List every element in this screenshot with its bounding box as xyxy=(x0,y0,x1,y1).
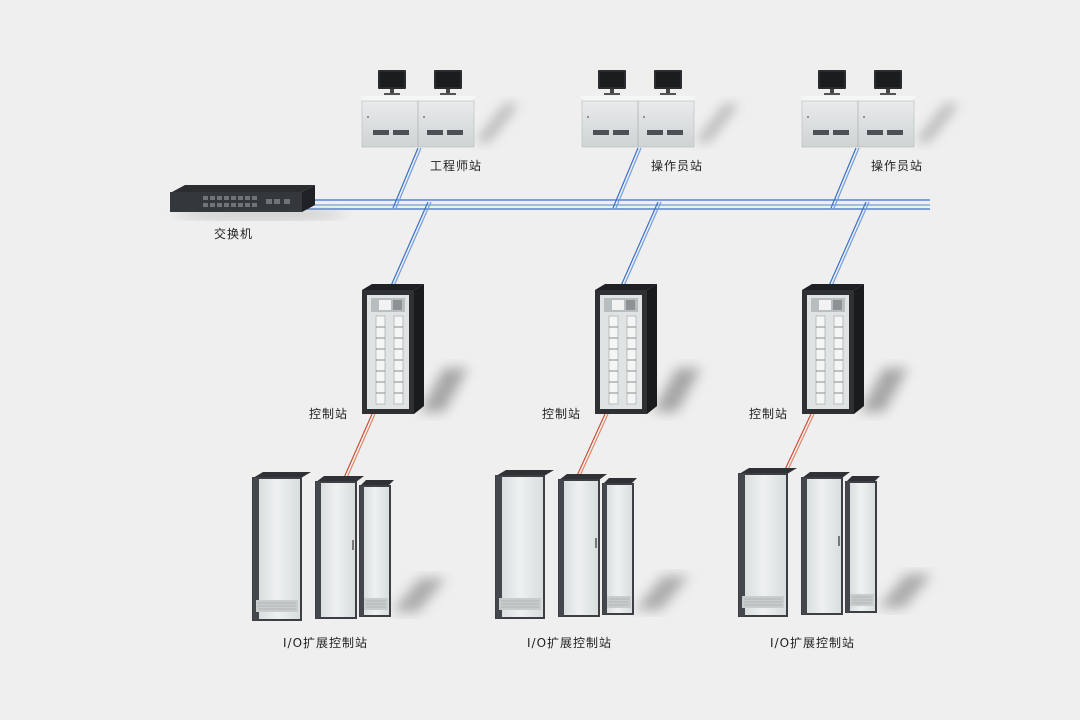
operator-station-label-1: 操作员站 xyxy=(651,159,704,173)
switch-label: 交换机 xyxy=(214,227,254,241)
engineer-station-label: 工程师站 xyxy=(430,159,483,173)
workstation-links xyxy=(392,147,860,209)
io-cabinet-group-icon xyxy=(252,472,446,621)
workstation-desk-icon xyxy=(360,70,518,148)
control-station-label-1: 控制站 xyxy=(309,407,349,421)
control-cabinet-icon xyxy=(595,284,701,414)
network-switch-icon xyxy=(170,185,345,219)
io-links xyxy=(342,413,815,481)
control-cabinet-icon xyxy=(802,284,908,414)
workstation-desk-icon xyxy=(580,70,738,147)
control-station-label-3: 控制站 xyxy=(749,407,789,421)
io-station-label-1: I/O扩展控制站 xyxy=(283,636,369,650)
workstation-desk-icon xyxy=(800,70,958,147)
io-cabinet-group-icon xyxy=(739,468,932,616)
control-cabinet-icon xyxy=(362,284,468,414)
control-station-label-2: 控制站 xyxy=(542,407,582,421)
io-station-label-2: I/O扩展控制站 xyxy=(527,636,613,650)
io-station-label-3: I/O扩展控制站 xyxy=(770,636,856,650)
control-station-links xyxy=(389,201,870,289)
io-cabinet-group-icon xyxy=(496,470,689,618)
operator-station-label-2: 操作员站 xyxy=(871,159,924,173)
